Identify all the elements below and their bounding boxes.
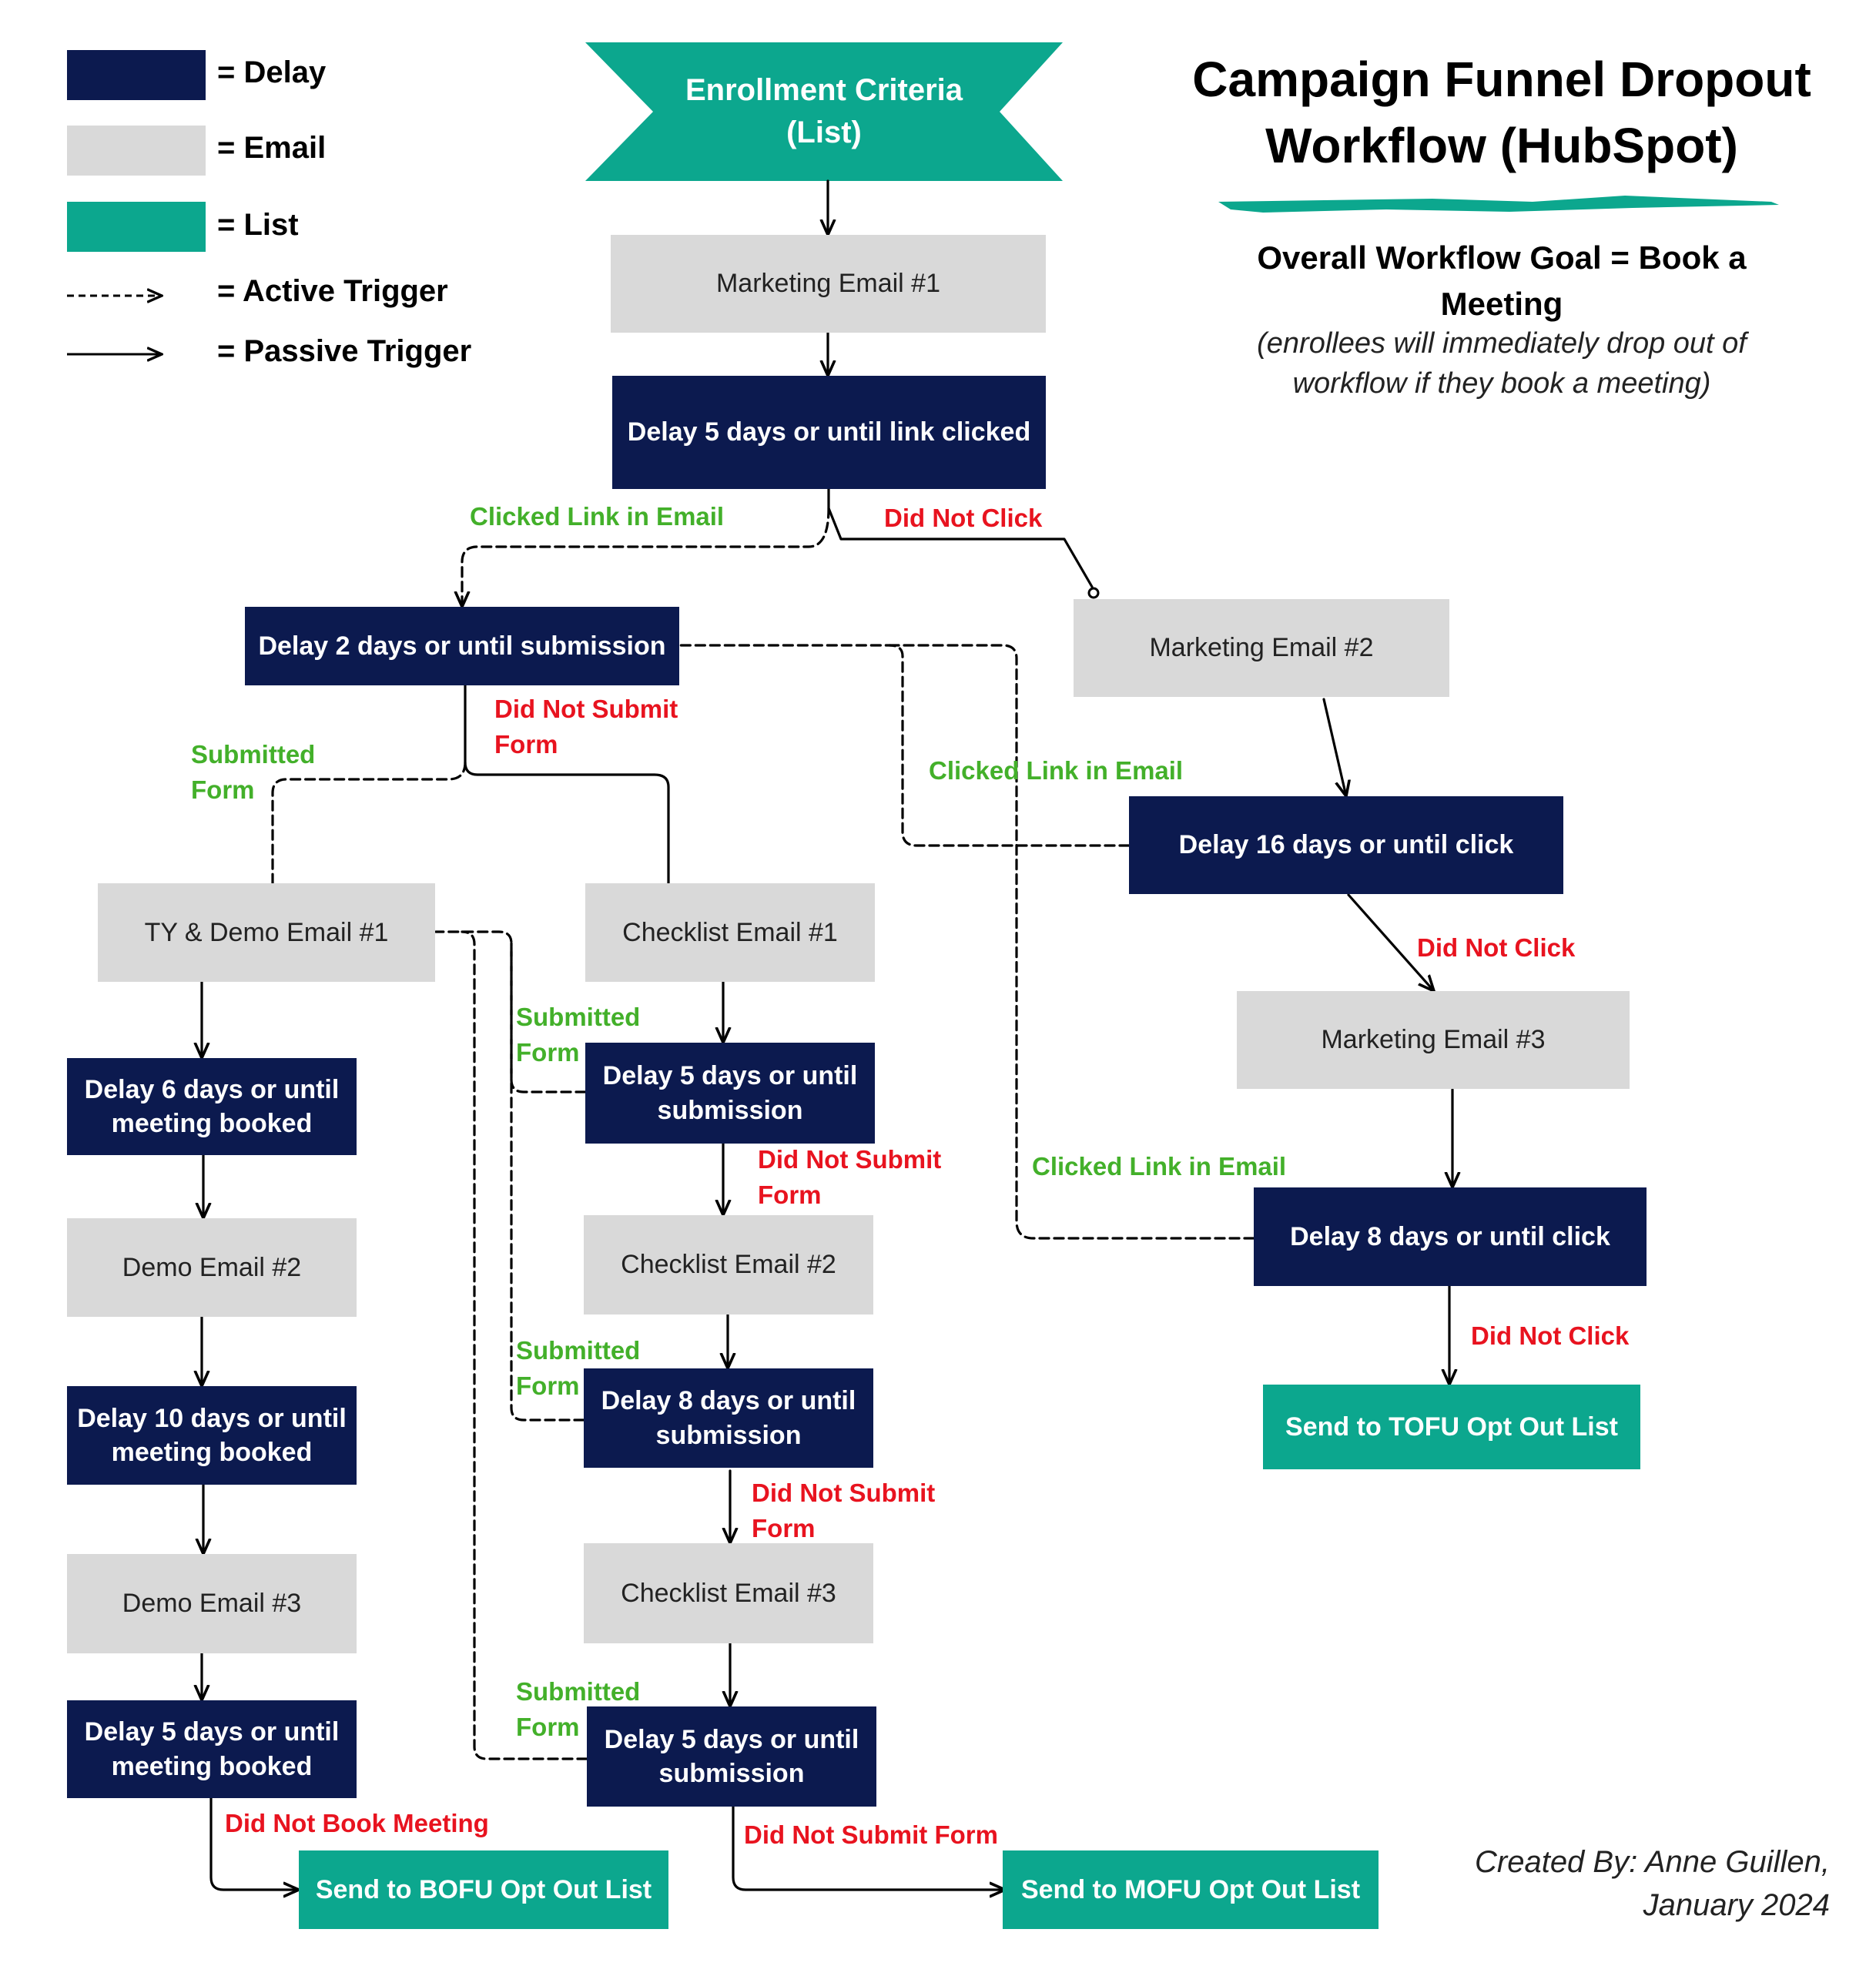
delay-8-click-node: Delay 8 days or until click (1254, 1187, 1647, 1286)
label-did-not-submit-3: Did Not Submit Form (752, 1479, 936, 1542)
label-clicked-link-1: Clicked Link in Email (470, 502, 725, 531)
marketing-email-1-node: Marketing Email #1 (611, 235, 1046, 333)
label-submitted-form-1: Submitted Form (191, 740, 316, 804)
legend-list-swatch (67, 202, 206, 252)
marketing-email-3-node: Marketing Email #3 (1237, 991, 1630, 1089)
legend-email-swatch (67, 126, 206, 176)
delay-2-submission-node: Delay 2 days or until submission (245, 607, 679, 685)
label-did-not-click-3: Did Not Click (1471, 1321, 1630, 1350)
enrollment-criteria-node: Enrollment Criteria (List) (685, 72, 963, 149)
delay-16-click-node: Delay 16 days or until click (1129, 796, 1563, 894)
diagram-title: Campaign Funnel Dropout Workflow (HubSpo… (1192, 52, 1811, 174)
bofu-opt-out-list-node: Send to BOFU Opt Out List (299, 1850, 668, 1929)
checklist-email-1-node: Checklist Email #1 (585, 883, 875, 982)
label-did-not-book: Did Not Book Meeting (225, 1809, 489, 1837)
title-underline (1218, 196, 1779, 213)
label-submitted-form-2: Submitted Form (516, 1003, 641, 1067)
workflow-goal: Overall Workflow Goal = Book a Meeting (1257, 239, 1747, 322)
delay-6-meeting-node: Delay 6 days or until meeting booked (67, 1058, 357, 1155)
edge-delay5meeting-to-bofu (209, 1797, 299, 1890)
legend-email-label: = Email (217, 131, 327, 165)
delay-5-meeting-node: Delay 5 days or until meeting booked (67, 1700, 357, 1798)
edge-submitted-form-3 (510, 942, 585, 1422)
label-submitted-form-4: Submitted Form (516, 1677, 641, 1741)
legend-list-label: = List (217, 208, 299, 242)
label-clicked-link-3: Clicked Link in Email (1032, 1152, 1287, 1181)
edge-clicked-link-3 (884, 644, 1255, 1240)
label-did-not-submit-1: Did Not Submit Form (494, 695, 678, 759)
legend-passive-label: = Passive Trigger (217, 334, 472, 368)
label-did-not-click-1: Did Not Click (884, 504, 1043, 532)
edge-clicked-link-1 (462, 507, 830, 607)
delay-5-link-node: Delay 5 days or until link clicked (612, 376, 1046, 489)
checklist-email-2-node: Checklist Email #2 (584, 1215, 873, 1315)
demo-email-2-node: Demo Email #2 (67, 1218, 357, 1317)
label-submitted-form-3: Submitted Form (516, 1336, 641, 1400)
enrollment-banner-shape (585, 42, 1063, 181)
edge-me2-to-delay16 (1322, 698, 1346, 796)
ty-demo-email-1-node: TY & Demo Email #1 (98, 883, 435, 982)
delay-10-meeting-node: Delay 10 days or until meeting booked (67, 1386, 357, 1485)
edge-didnotclick-1-end (1087, 587, 1100, 599)
tofu-opt-out-list-node: Send to TOFU Opt Out List (1263, 1385, 1640, 1469)
legend-active-label: = Active Trigger (217, 274, 448, 308)
delay-5-submission-b-node: Delay 5 days or until submission (587, 1706, 876, 1807)
credit: Created By: Anne Guillen, January 2024 (1475, 1840, 1830, 1927)
workflow-goal-note: (enrollees will immediately drop out of … (1257, 327, 1747, 400)
checklist-email-3-node: Checklist Email #3 (584, 1543, 873, 1643)
edge-clicked-link-2 (678, 644, 1131, 847)
edge-submitted-form-1 (271, 761, 467, 885)
label-did-not-submit-2: Did Not Submit Form (758, 1145, 942, 1209)
legend-delay-swatch (67, 50, 206, 100)
edge-didnotclick-1 (827, 487, 1094, 588)
edge-delay5subb-to-mofu (732, 1805, 1005, 1890)
edge-delay16-to-me3 (1347, 893, 1434, 991)
edge-submitted-form-4 (461, 930, 588, 1760)
delay-8-submission-node: Delay 8 days or until submission (584, 1368, 873, 1468)
legend-delay-label: = Delay (217, 55, 327, 89)
demo-email-3-node: Demo Email #3 (67, 1554, 357, 1653)
delay-5-submission-node: Delay 5 days or until submission (585, 1043, 875, 1144)
label-did-not-submit-4: Did Not Submit Form (744, 1820, 998, 1849)
label-did-not-click-2: Did Not Click (1417, 933, 1576, 962)
mofu-opt-out-list-node: Send to MOFU Opt Out List (1003, 1850, 1379, 1929)
marketing-email-2-node: Marketing Email #2 (1074, 599, 1449, 697)
credit-author: Created By: Anne Guillen, (1475, 1845, 1830, 1879)
label-clicked-link-2: Clicked Link in Email (929, 756, 1184, 785)
credit-date: January 2024 (1643, 1888, 1830, 1922)
